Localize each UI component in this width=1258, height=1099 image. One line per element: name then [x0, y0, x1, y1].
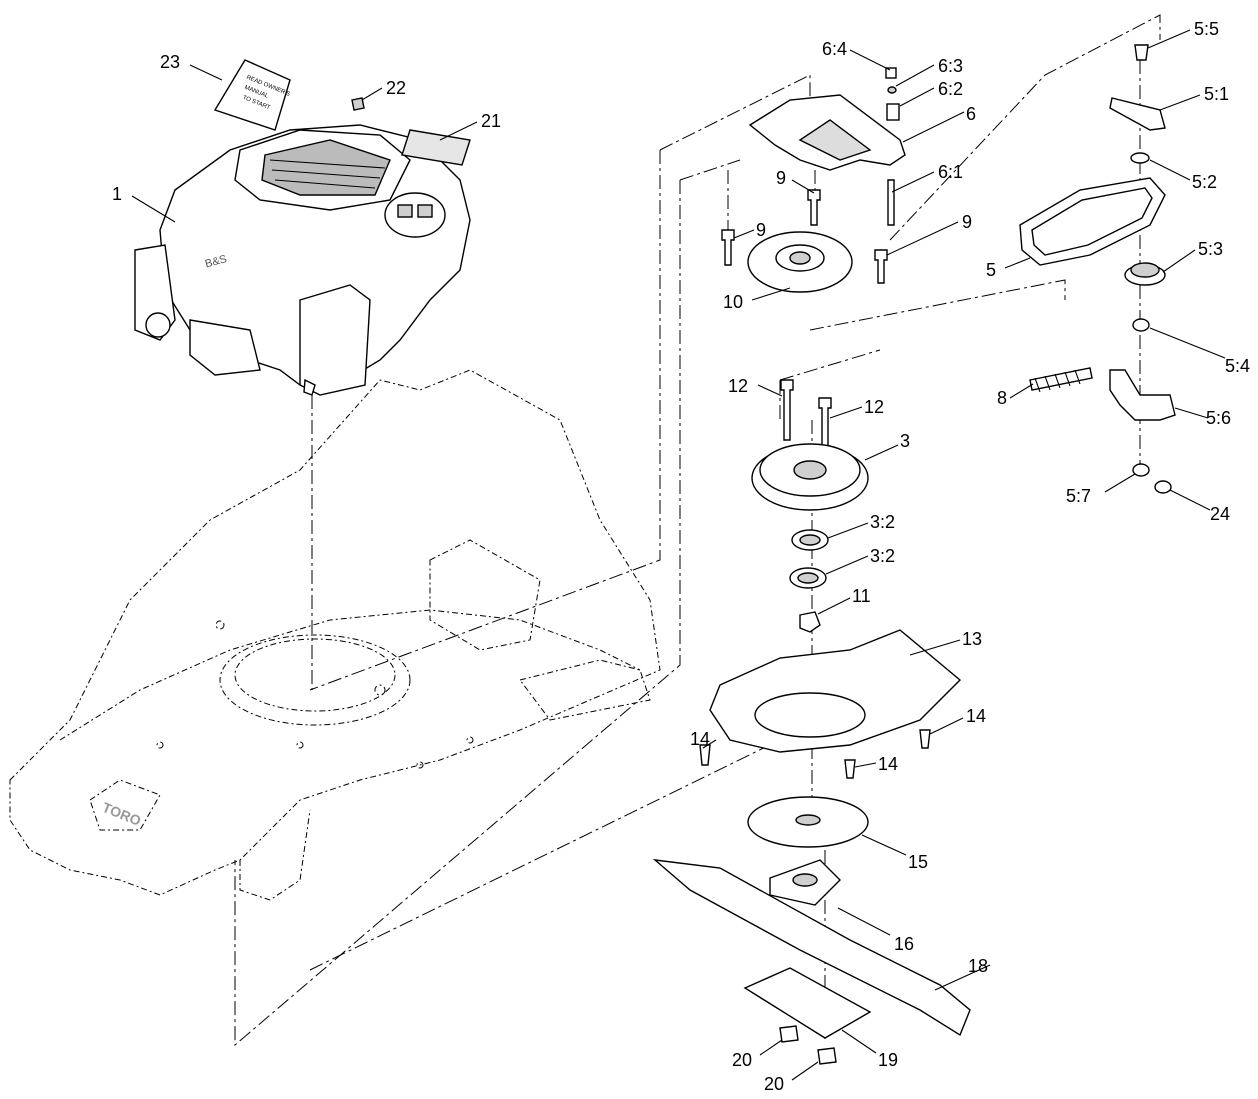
callout-5: 5: [986, 260, 996, 280]
callout-5-1: 5:1: [1204, 84, 1229, 104]
blade-18: [652, 859, 971, 1037]
callout-9-b: 9: [756, 220, 766, 240]
callout-12-b: 12: [864, 397, 884, 417]
spring-8: [1029, 367, 1093, 393]
bolts-12: [780, 379, 832, 449]
shield-13: [709, 629, 962, 753]
pulley-3: [751, 443, 869, 511]
callout-6-2: 6:2: [938, 79, 963, 99]
callout-10: 10: [723, 292, 743, 312]
callout-5-2: 5:2: [1192, 172, 1217, 192]
callout-6-3: 6:3: [938, 56, 963, 76]
callout-labels: 1 23 22 21 6:4 6:3 6:2 6 6:1 9 9 9 10 5:…: [112, 19, 1250, 1094]
screws-14: [699, 729, 931, 779]
idler-parts-5: [1109, 44, 1176, 494]
engine-air-filter-grille: [261, 139, 391, 196]
engine-logo: B&S: [204, 253, 228, 270]
idler-bracket: [748, 67, 906, 226]
callout-12-a: 12: [728, 376, 748, 396]
callout-20-b: 20: [764, 1074, 784, 1094]
callout-3: 3: [900, 431, 910, 451]
callout-24: 24: [1210, 504, 1230, 524]
callout-6-4: 6:4: [822, 39, 847, 59]
callout-16: 16: [894, 934, 914, 954]
deck-logo-text: TORO: [100, 799, 143, 829]
callout-6: 6: [966, 104, 976, 124]
callout-8: 8: [997, 388, 1007, 408]
callout-23: 23: [160, 52, 180, 72]
callout-22: 22: [386, 78, 406, 98]
leader-lines: [131, 29, 1226, 1081]
callout-14-b: 14: [878, 754, 898, 774]
callout-14-a: 14: [690, 729, 710, 749]
callout-14-c: 14: [966, 706, 986, 726]
oil-fill-cap: [351, 97, 365, 111]
callout-15: 15: [908, 852, 928, 872]
callout-5-5: 5:5: [1194, 19, 1219, 39]
callout-6-1: 6:1: [938, 162, 963, 182]
adapter-16: [769, 859, 841, 906]
warning-label: [401, 129, 471, 166]
callout-19: 19: [878, 1050, 898, 1070]
callout-9-c: 9: [962, 212, 972, 232]
callout-1: 1: [112, 184, 122, 204]
clamp-19: [743, 967, 872, 1039]
nut-11: [799, 611, 821, 633]
callout-13: 13: [962, 629, 982, 649]
drive-belt: [1019, 177, 1166, 266]
callout-18: 18: [968, 956, 988, 976]
callout-5-3: 5:3: [1198, 239, 1223, 259]
operator-decal: READ OWNER'S MANUAL TO START: [213, 59, 291, 131]
nuts-20: [779, 1025, 837, 1065]
engine-assembly: B&S: [134, 124, 471, 396]
callout-5-4: 5:4: [1225, 356, 1250, 376]
callout-11: 11: [852, 586, 871, 606]
callout-3-2-b: 3:2: [870, 546, 895, 566]
bearings-3-2: [789, 529, 829, 589]
disc-15: [747, 796, 869, 848]
callout-9-a: 9: [776, 168, 786, 188]
mower-deck-outline: TORO: [9, 369, 661, 901]
callout-20-a: 20: [732, 1050, 752, 1070]
callout-3-2-a: 3:2: [870, 512, 895, 532]
callout-5-7: 5:7: [1066, 486, 1091, 506]
bolts-9: [721, 189, 888, 284]
callout-21: 21: [481, 111, 501, 131]
callout-5-6: 5:6: [1206, 408, 1231, 428]
pulley-10: [747, 231, 853, 293]
